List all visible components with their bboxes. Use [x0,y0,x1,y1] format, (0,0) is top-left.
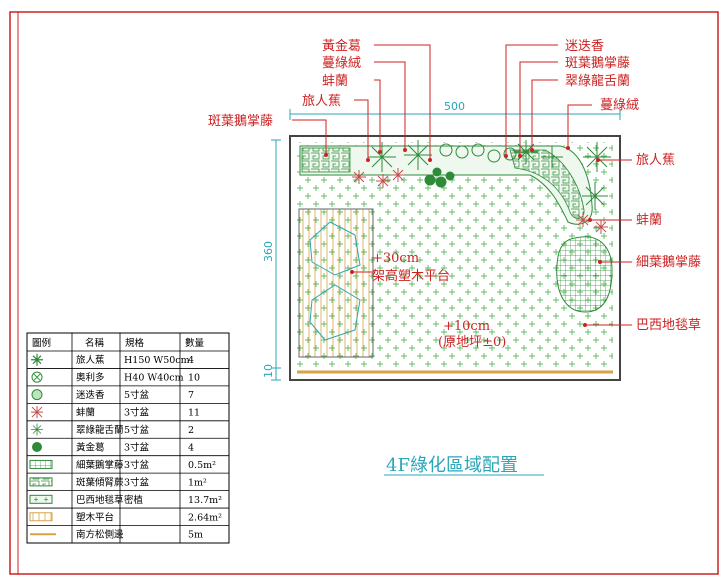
legend-qty: 4 [188,442,194,453]
label-traveler-palm-top: 旅人蕉 [302,94,341,109]
legend-name: 旅人蕉 [76,354,105,366]
legend-qty: 5m [188,530,203,541]
oyster-plant-icon [31,406,43,419]
right-planting-bed [556,236,613,313]
legend-name: 黃金葛 [76,441,105,453]
right-fern-patch [509,149,585,219]
dim-edge: 10 [262,364,275,378]
legend-header-1: 名稱 [85,337,105,349]
plant-symbols [352,140,611,234]
fine-schefflera-icon [29,459,53,469]
legend-spec: 3寸盆 [124,441,150,453]
legend-qty: 10 [188,373,200,384]
label-oyster-plant-right: 蚌蘭 [636,212,662,228]
label-variegated-schefflera-top: 斑葉鵝掌藤 [565,56,630,71]
legend-spec: 3寸盆 [124,407,150,419]
label-variegated-schefflera-left: 斑葉鵝掌藤 [208,114,273,129]
dim-height: 360 [262,241,275,262]
legend-name: 奧利多 [76,372,105,384]
legend-spec: 5寸盆 [124,424,150,436]
platform-label: 架高塑木平台 [372,268,450,284]
rosemary-icon [439,143,517,163]
deck-platform [298,208,374,358]
legend-spec: 5寸盆 [124,389,150,401]
plan-title: 4F綠化區域配置 [386,455,518,476]
legend-qty: 4 [188,355,194,366]
deck-pattern-lines [309,221,361,341]
label-philodendron-top-right: 蔓綠絨 [600,98,639,113]
ground-label: (原地坪±0) [438,335,506,350]
dim-width: 500 [444,100,465,113]
legend-name: 塑木平台 [76,511,114,523]
legend-name: 巴西地毯草 [76,494,124,506]
legend-header-2: 規格 [125,337,145,349]
site-boundary [289,135,621,381]
label-agave: 翠綠龍舌蘭 [565,73,630,89]
legend-name: 蚌蘭 [76,407,95,419]
label-carpet-grass-right: 巴西地毯草 [636,318,701,333]
legend-name: 細葉鵝掌藤 [76,459,124,471]
legend-spec: 3寸盆 [124,476,150,488]
ground-height-note: +10cm [443,319,490,334]
legend-qty: 13.7m² [188,495,222,506]
pothos-icon [32,441,42,452]
traveler-palm-icon [31,353,43,366]
carpet-grass-icon [29,494,53,504]
label-traveler-palm-right: 旅人蕉 [636,153,675,168]
oyster-plant-icon [352,168,608,234]
legend-spec: H40 W40cm [124,373,184,384]
pothos-icon [424,167,455,188]
label-rosemary: 迷迭香 [565,39,604,54]
legend-qty: 0.5m² [188,460,216,471]
label-philodendron-top-left: 蔓綠絨 [322,56,361,71]
legend-qty: 2 [188,425,194,436]
traveler-palm-icon [368,140,611,210]
legend-name: 迷迭香 [76,389,105,401]
legend-qty: 7 [188,390,194,401]
legend-name: 斑葉傾腎蕨 [76,476,124,488]
legend-header-0: 圖例 [32,337,51,349]
rosemary-icon [31,389,43,401]
dimension-lines [271,109,621,381]
deck-icon [29,512,53,522]
drawing-frame [9,11,719,575]
legend-spec: 3寸盆 [124,459,150,471]
agave-icon [514,140,563,168]
leader-lines [292,44,632,326]
variegated-fern-icon [29,477,53,487]
legend-qty: 2.64m² [188,512,222,523]
legend-name: 南方松側邊 [76,529,124,541]
legend-qty: 11 [188,408,200,419]
leader-dots [324,146,602,327]
platform-height-note: +30cm [372,251,419,266]
label-pothos: 黃金葛 [322,38,361,54]
legend-name: 翠綠龍舌蘭 [76,424,124,436]
legend-spec: H150 W50cm [124,355,190,366]
legend-header-3: 數量 [185,337,205,349]
olive-icon [31,371,43,383]
legend-spec: 密植 [124,494,144,506]
label-oyster-plant-top: 蚌蘭 [322,73,348,89]
agave-icon [31,423,43,436]
label-fine-schefflera-right: 細葉鵝掌藤 [636,255,701,270]
legend-qty: 1m² [188,477,207,488]
